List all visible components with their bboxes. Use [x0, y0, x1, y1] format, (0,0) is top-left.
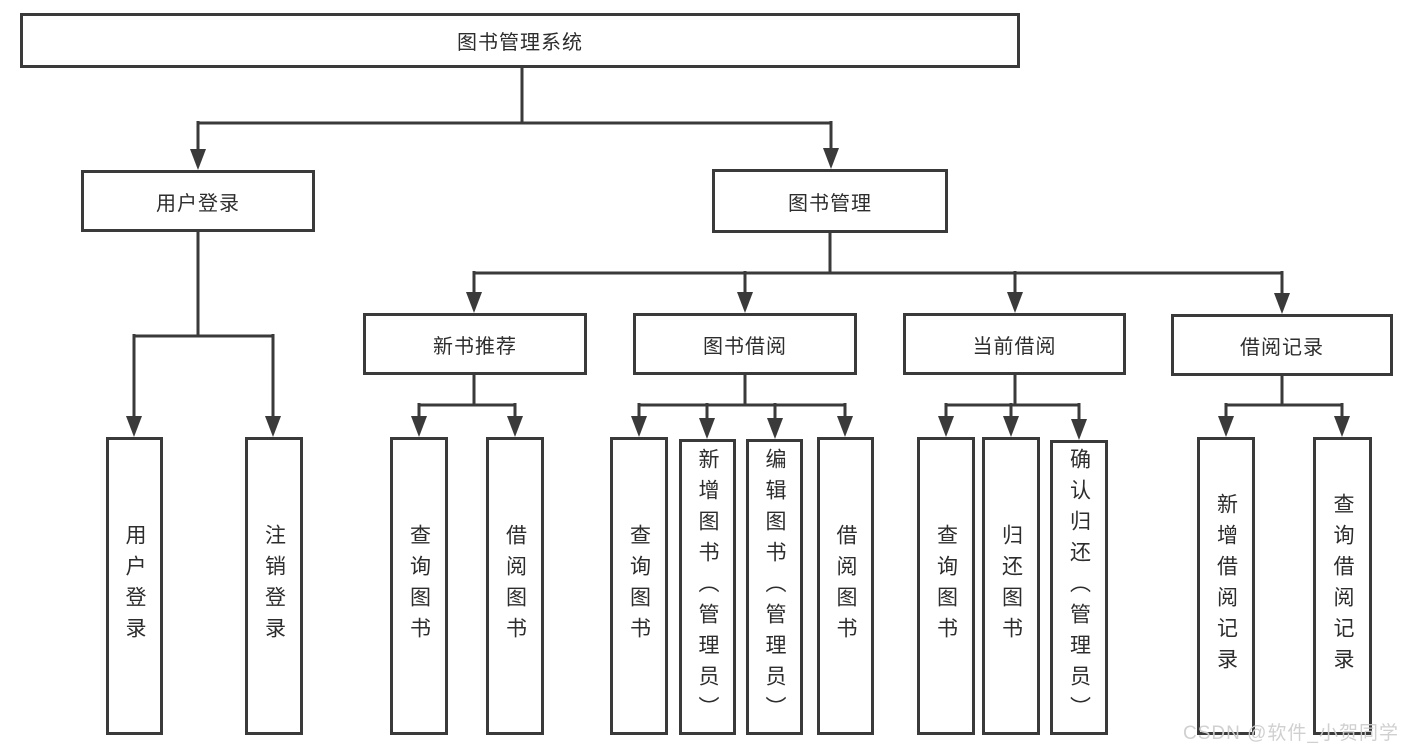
leaf-br-add-record: 新增借阅记录 — [1197, 437, 1255, 735]
leaf-br-query-record: 查询借阅记录 — [1313, 437, 1372, 735]
node-root: 图书管理系统 — [20, 13, 1020, 68]
arrowhead-bb-query — [631, 416, 647, 437]
leaf-nbr-borrow-book: 借阅图书 — [486, 437, 544, 735]
arrowhead-br-add — [1218, 416, 1234, 437]
node-current-borrow: 当前借阅 — [903, 313, 1126, 375]
leaf-bb-edit-book: 编辑图书（管理员） — [746, 439, 803, 735]
node-book-mgmt: 图书管理 — [712, 169, 948, 233]
watermark: CSDN @软件_小贺同学 — [1183, 723, 1399, 744]
arrowhead-leaf-login — [126, 416, 142, 437]
arrowheads — [126, 148, 1350, 440]
arrowhead-book-borrow — [737, 292, 753, 313]
arrowhead-bb-edit — [767, 418, 783, 439]
leaf-bb-borrow-book: 借阅图书 — [817, 437, 874, 735]
leaf-logout: 注销登录 — [245, 437, 303, 735]
connector-lines — [132, 68, 1344, 420]
arrowhead-new-book-rec — [466, 292, 482, 313]
arrowhead-bb-add — [699, 418, 715, 439]
arrowhead-nbr-borrow — [507, 416, 523, 437]
leaf-bb-add-book: 新增图书（管理员） — [679, 439, 736, 735]
leaf-nbr-query-book: 查询图书 — [390, 437, 448, 735]
node-new-book-rec: 新书推荐 — [363, 313, 587, 375]
arrowhead-br-query — [1334, 416, 1350, 437]
node-book-borrow: 图书借阅 — [633, 313, 857, 375]
leaf-cb-confirm-return: 确认归还（管理员） — [1050, 440, 1108, 735]
arrowhead-cb-query — [938, 416, 954, 437]
arrowhead-current-borrow — [1007, 292, 1023, 313]
leaf-cb-query-book: 查询图书 — [917, 437, 975, 735]
arrowhead-bb-borrow — [837, 416, 853, 437]
leaf-bb-query-book: 查询图书 — [610, 437, 668, 735]
node-user-login: 用户登录 — [81, 170, 315, 232]
arrowhead-leaf-logout — [265, 416, 281, 437]
arrowhead-borrow-records — [1274, 293, 1290, 314]
leaf-user-login: 用户登录 — [106, 437, 163, 735]
arrowhead-book-mgmt — [823, 148, 839, 169]
arrowhead-nbr-query — [411, 416, 427, 437]
arrowhead-user-login — [190, 149, 206, 170]
arrowhead-cb-confirm — [1071, 419, 1087, 440]
node-borrow-records: 借阅记录 — [1171, 314, 1393, 376]
arrowhead-cb-return — [1003, 416, 1019, 437]
leaf-cb-return-book: 归还图书 — [982, 437, 1040, 735]
